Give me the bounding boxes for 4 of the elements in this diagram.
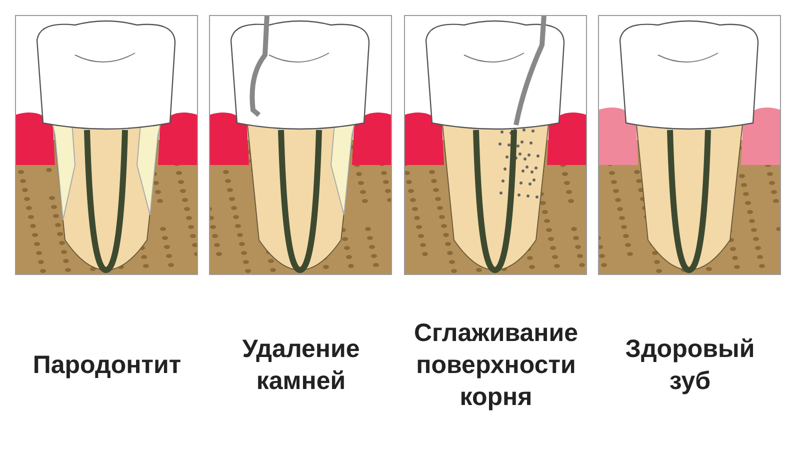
caption: Сглаживание поверхности корня [412,318,580,413]
caption: Удаление камней [241,334,361,397]
caption: Пародонтит [32,350,182,381]
caption: Здоровый зуб [624,334,756,397]
